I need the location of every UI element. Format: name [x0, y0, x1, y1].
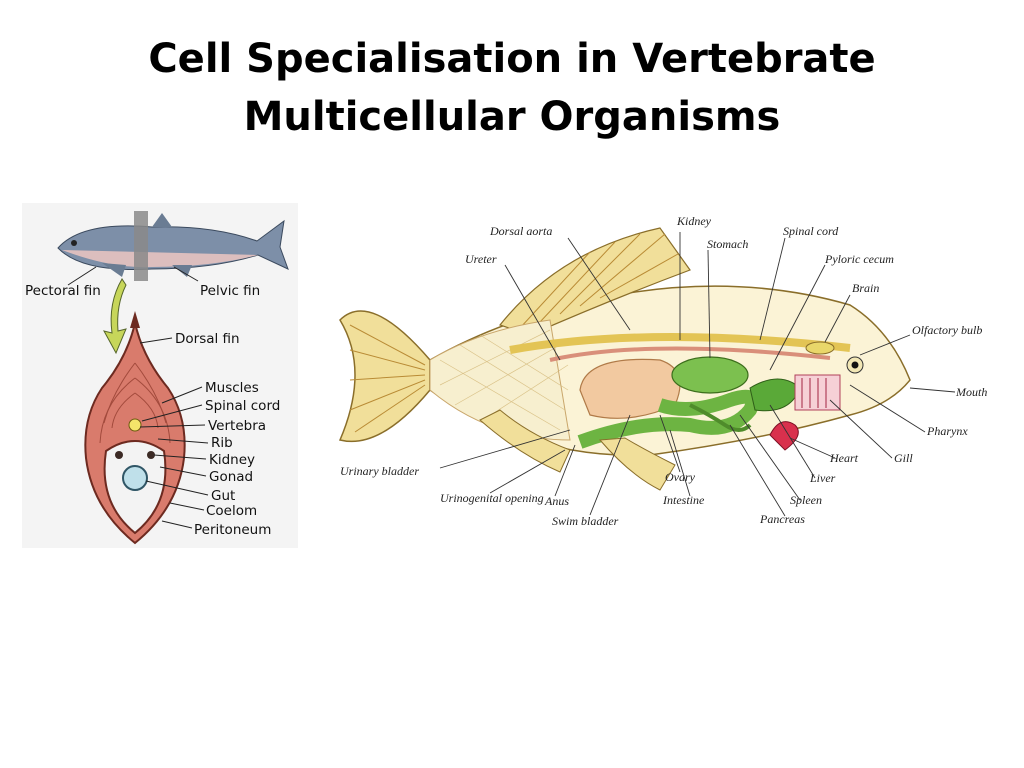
salmon-illustration — [57, 211, 289, 281]
label-gonad: Gonad — [209, 469, 253, 485]
label-dorsal-aorta: Dorsal aorta — [489, 224, 552, 238]
stomach-organ — [671, 356, 749, 394]
label-swim-bladder: Swim bladder — [552, 514, 619, 528]
label-stomach: Stomach — [707, 237, 748, 251]
label-spinal-cord-anatomy: Spinal cord — [783, 224, 839, 238]
label-dorsal-fin: Dorsal fin — [175, 331, 240, 347]
label-spleen: Spleen — [790, 493, 822, 507]
label-brain: Brain — [852, 281, 879, 295]
spine — [509, 332, 851, 354]
label-kidney: Kidney — [209, 452, 255, 468]
label-intestine: Intestine — [662, 493, 705, 507]
slide-title: Cell Specialisation in Vertebrate Multic… — [0, 30, 1024, 146]
label-pyloric-cecum: Pyloric cecum — [824, 252, 894, 266]
spinal-cord-dot — [128, 418, 142, 432]
label-muscles: Muscles — [205, 380, 259, 396]
label-liver: Liver — [809, 471, 836, 485]
cross-section-leaders — [67, 266, 209, 529]
label-spinal-cord: Spinal cord — [205, 398, 280, 414]
cross-section-body — [84, 311, 186, 545]
label-anus: Anus — [544, 494, 569, 508]
gut-circle — [122, 465, 148, 491]
label-gill: Gill — [894, 451, 913, 465]
intestine-organ — [577, 389, 760, 449]
anatomy-leaders — [439, 232, 956, 517]
slice-plane — [134, 211, 148, 281]
label-urinary-bladder: Urinary bladder — [340, 464, 419, 478]
label-rib: Rib — [211, 435, 233, 451]
label-ovary: Ovary — [665, 470, 696, 484]
title-line-1: Cell Specialisation in Vertebrate — [148, 36, 876, 82]
tail-fin — [338, 310, 431, 443]
label-ureter: Ureter — [465, 252, 497, 266]
label-pelvic-fin: Pelvic fin — [200, 283, 260, 299]
heart-organ — [769, 421, 799, 451]
label-olfactory-bulb: Olfactory bulb — [912, 323, 982, 337]
fish-anatomy-figure: Dorsal aorta Kidney Stomach Spinal cord … — [338, 214, 987, 528]
pelvic-fin-shape — [479, 409, 571, 473]
label-heart: Heart — [829, 451, 859, 465]
label-mouth: Mouth — [955, 385, 987, 399]
label-pancreas: Pancreas — [759, 512, 805, 526]
label-pectoral-fin: Pectoral fin — [25, 283, 101, 299]
label-vertebra: Vertebra — [208, 418, 266, 434]
slice-arrow — [103, 278, 127, 355]
label-gut: Gut — [211, 488, 235, 504]
label-olfactory-bulb-text: Olfactory bulb — [912, 323, 982, 337]
label-kidney-anatomy: Kidney — [676, 214, 712, 228]
anal-fin-shape — [598, 437, 676, 491]
label-peritoneum: Peritoneum — [194, 522, 271, 538]
cross-section-figure: Pectoral fin Pelvic fin Dorsal fin Muscl… — [22, 203, 298, 548]
brain-organ — [805, 341, 835, 355]
title-line-2: Multicellular Organisms — [243, 94, 781, 140]
label-pharynx: Pharynx — [926, 424, 968, 438]
label-coelom: Coelom — [206, 503, 257, 519]
dorsal-fin — [498, 227, 691, 336]
label-urinogenital-opening: Urinogenital opening — [440, 491, 544, 505]
